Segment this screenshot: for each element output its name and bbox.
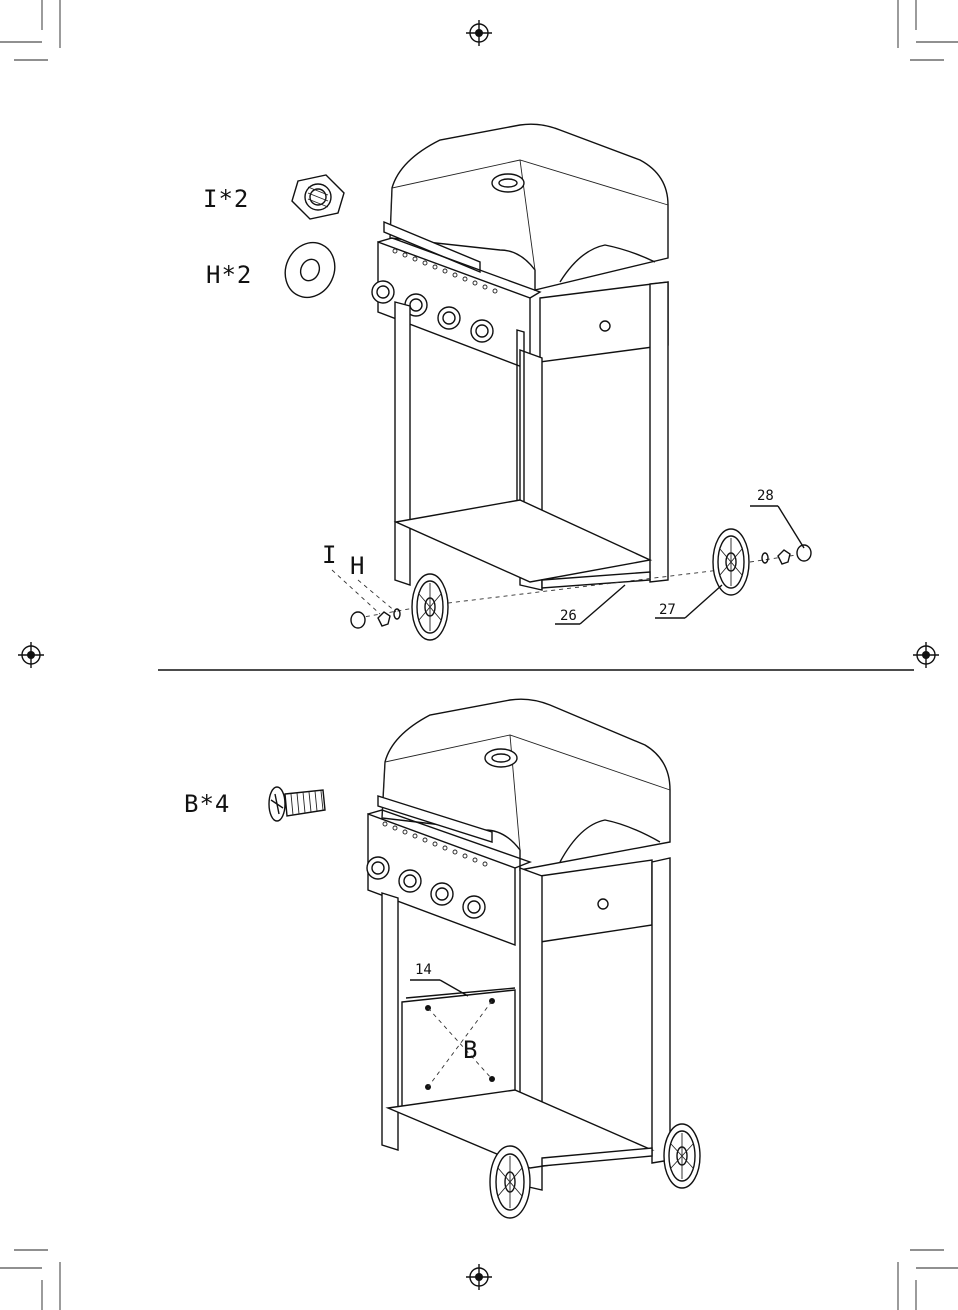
grill-drawing-top	[351, 124, 811, 640]
parts-list-top: I*2 H*2	[203, 175, 344, 306]
grill-drawing-bottom	[367, 699, 700, 1218]
part-label-screw: B*4	[184, 790, 230, 818]
callout-part-14: 14	[415, 962, 432, 978]
callout-part-28: 28	[757, 488, 774, 504]
part-label-flat-washer: H*2	[206, 261, 252, 289]
parts-list-bottom: B*4	[184, 787, 325, 821]
flat-washer-icon	[276, 234, 343, 305]
callout-b: B	[463, 1036, 478, 1064]
callout-part-26: 26	[560, 608, 577, 624]
screw-bolt-icon	[269, 787, 325, 821]
lock-nut-icon	[292, 175, 344, 219]
callout-part-27: 27	[659, 602, 676, 618]
part-label-lock-nut: I*2	[203, 185, 249, 213]
callout-h: H	[350, 552, 365, 580]
callout-i: I	[322, 541, 337, 569]
